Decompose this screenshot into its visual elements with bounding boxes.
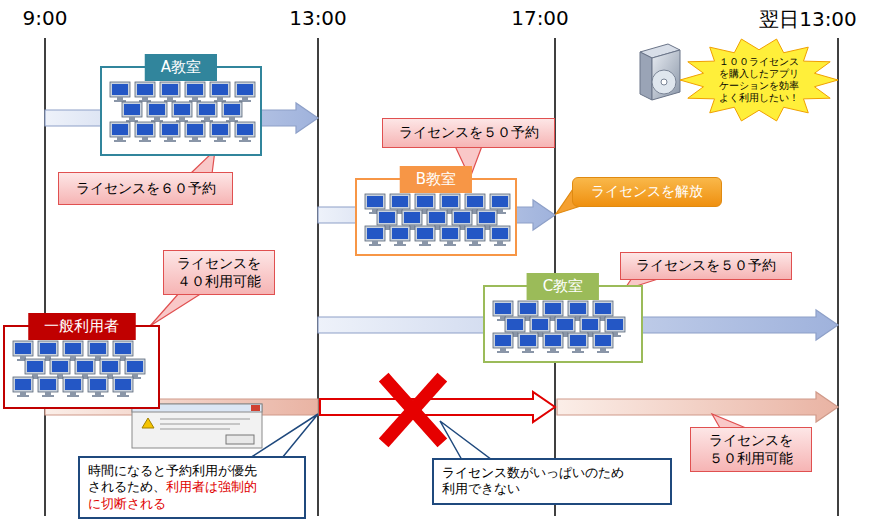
note-box: 時間になると予約利用が優先 されるため、利用者は強制的 に切断される <box>78 456 306 519</box>
computer-icon <box>100 359 120 379</box>
computer-icon <box>593 333 613 353</box>
reservation-callout: ライセンスを５０予約 <box>620 252 792 280</box>
time-label: 9:00 <box>23 6 68 30</box>
computer-icon <box>235 82 255 102</box>
computer-icon <box>185 82 205 102</box>
software-package-icon <box>640 44 680 100</box>
available-callout: ライセンスを ５０利用可能 <box>690 427 812 472</box>
computer-icon <box>38 341 58 361</box>
computer-icon <box>222 102 242 122</box>
computer-icon <box>147 102 167 122</box>
computer-icon <box>185 122 205 142</box>
computer-icon <box>88 341 108 361</box>
callout-text: ライセンスを ４０利用可能 <box>172 255 266 290</box>
computer-icon <box>63 377 83 397</box>
reservation-callout: ライセンスを５０予約 <box>382 118 555 148</box>
computer-icon <box>135 82 155 102</box>
computer-icon <box>50 359 70 379</box>
computer-icon <box>110 82 130 102</box>
computer-icon <box>210 82 230 102</box>
group-title: 一般利用者 <box>44 317 119 335</box>
time-gridlines <box>45 38 838 516</box>
computer-icon <box>110 122 130 142</box>
release-callout: ライセンスを解放 <box>572 177 722 207</box>
classroom-box: A教室 <box>100 66 262 156</box>
user-group-box: 一般利用者 <box>3 325 160 409</box>
reservation-callout: ライセンスを６０予約 <box>58 172 233 205</box>
time-label: 17:00 <box>511 6 569 30</box>
computer-icon <box>135 122 155 142</box>
computer-icon <box>543 333 563 353</box>
computer-icon <box>125 359 145 379</box>
computer-icon <box>568 333 588 353</box>
time-label: 翌日13:00 <box>759 6 857 33</box>
computer-icon <box>160 122 180 142</box>
computer-icon <box>38 377 58 397</box>
computer-icon <box>113 341 133 361</box>
computer-icon <box>63 341 83 361</box>
group-title: C教室 <box>543 277 583 295</box>
computer-icon <box>172 102 192 122</box>
computer-icon <box>75 359 95 379</box>
callout-text: ライセンスを５０予約 <box>636 257 776 275</box>
available-callout: ライセンスを ４０利用可能 <box>163 250 275 295</box>
computer-icon <box>210 122 230 142</box>
computer-icon <box>493 333 513 353</box>
classroom-box: B教室 <box>355 178 517 256</box>
callout-text: ライセンスを ５０利用可能 <box>699 432 803 467</box>
blocked-cross <box>388 382 438 438</box>
callout-text: ライセンスを解放 <box>591 183 703 201</box>
computer-icon <box>518 333 538 353</box>
computer-icon <box>13 341 33 361</box>
warning-dialog-picture <box>132 404 262 448</box>
callout-text: ライセンスを６０予約 <box>76 180 216 198</box>
computer-icon <box>490 226 510 246</box>
computer-icon <box>197 102 217 122</box>
computer-icon <box>113 377 133 397</box>
computer-icon <box>13 377 33 397</box>
group-tab: B教室 <box>400 166 472 193</box>
time-label: 13:00 <box>289 6 347 30</box>
group-tab: 一般利用者 <box>28 313 135 340</box>
group-tab: A教室 <box>145 54 217 81</box>
computer-icon <box>122 102 142 122</box>
group-title: A教室 <box>161 58 201 76</box>
note-box: ライセンス数がいっぱいのため 利用できない <box>432 458 672 505</box>
computer-icon <box>365 226 385 246</box>
goal-starburst: １００ライセンス を購入したアプリ ケーションを効率 よく利用したい！ <box>680 38 838 122</box>
computer-icon <box>415 226 435 246</box>
computer-icon <box>160 82 180 102</box>
classroom-box: C教室 <box>483 285 643 363</box>
computer-icon <box>390 226 410 246</box>
computer-icon <box>25 359 45 379</box>
computer-icon <box>88 377 108 397</box>
note-text: ライセンス数がいっぱいのため 利用できない <box>442 465 624 496</box>
group-tab: C教室 <box>527 273 599 300</box>
computer-icon <box>440 226 460 246</box>
starburst-text: １００ライセンス を購入したアプリ ケーションを効率 よく利用したい！ <box>714 56 804 104</box>
computer-icon <box>235 122 255 142</box>
callout-text: ライセンスを５０予約 <box>399 124 539 142</box>
computer-icon <box>465 226 485 246</box>
group-title: B教室 <box>416 170 456 188</box>
